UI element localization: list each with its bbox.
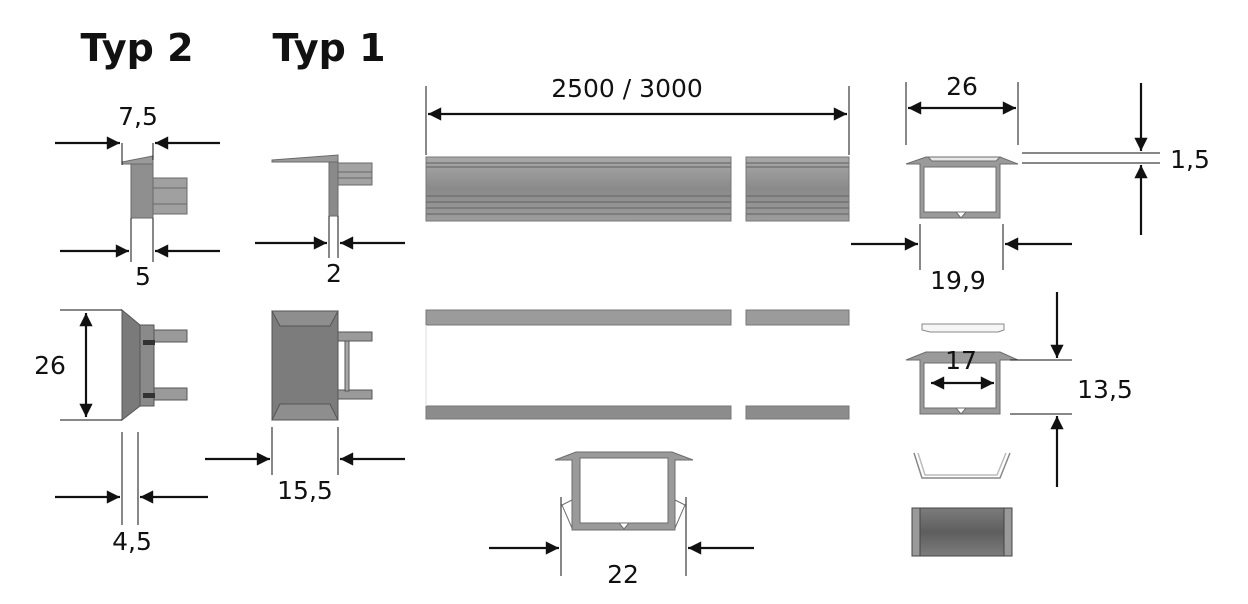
dim-profile-width-inner [851, 224, 1072, 270]
mounting-clip [913, 452, 1011, 479]
header-typ-1: Typ 1 [272, 26, 385, 70]
profile-cross-section-top [905, 156, 1019, 219]
diffuser-cover [921, 323, 1005, 333]
dim-typ1-bottom-width [205, 427, 405, 475]
profile-top-view [425, 309, 850, 420]
typ1-endcap-side-view [271, 154, 373, 217]
typ2-endcap-side-view [121, 155, 188, 219]
dim-typ1-side-width [255, 216, 405, 258]
profile-cross-section-bottom [554, 451, 694, 531]
label-typ2-side-width: 5 [135, 262, 151, 291]
dim-typ2-bottom-width [55, 432, 208, 525]
label-channel-width: 17 [945, 346, 977, 375]
label-profile-width-top: 26 [946, 72, 978, 101]
dim-typ2-side-width [60, 218, 220, 262]
profile-side-view [425, 156, 850, 222]
endcap-shape [911, 507, 1013, 557]
label-typ2-height: 26 [34, 351, 66, 380]
label-profile-height: 13,5 [1077, 375, 1133, 404]
header-typ-2: Typ 2 [80, 26, 193, 70]
label-profile-width-inner: 19,9 [930, 266, 986, 295]
dim-cutout-width [489, 497, 754, 576]
label-typ2-top-width: 7,5 [118, 102, 158, 131]
typ1-endcap-front-view [271, 310, 373, 421]
dim-lip-thickness [1022, 83, 1160, 235]
label-cutout-width: 22 [607, 560, 639, 589]
dim-typ2-top-width [55, 136, 220, 165]
dim-profile-height [1010, 292, 1072, 487]
typ2-endcap-front-view [121, 308, 188, 422]
dim-profile-width-top [905, 82, 1019, 145]
label-lip-thickness: 1,5 [1170, 145, 1210, 174]
dim-typ2-height [60, 309, 122, 421]
dim-profile-length [425, 86, 850, 155]
label-typ1-side-width: 2 [326, 259, 342, 288]
label-typ2-bottom-width: 4,5 [112, 527, 152, 556]
label-typ1-bottom-width: 15,5 [277, 476, 333, 505]
label-profile-length: 2500 / 3000 [551, 74, 703, 103]
